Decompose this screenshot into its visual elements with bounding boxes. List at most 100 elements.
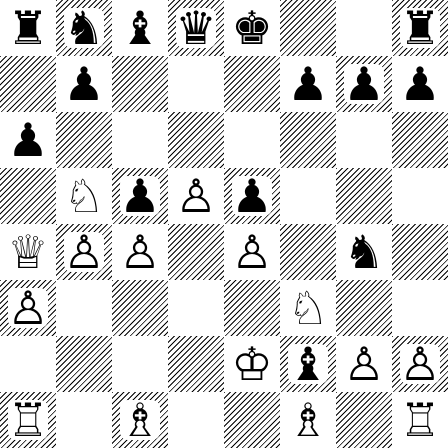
black-pawn-c5[interactable]: ♟: [112, 168, 168, 224]
black-knight-g4[interactable]: ♞: [336, 224, 392, 280]
square-a2[interactable]: [0, 336, 56, 392]
square-g5[interactable]: [336, 168, 392, 224]
black-pawn-g7[interactable]: ♟: [336, 56, 392, 112]
square-a5[interactable]: [0, 168, 56, 224]
white-pawn-g2[interactable]: ♙: [336, 336, 392, 392]
square-b1[interactable]: [56, 392, 112, 448]
square-d5[interactable]: ♙: [168, 168, 224, 224]
square-c3[interactable]: [112, 280, 168, 336]
black-pawn-e5[interactable]: ♟: [224, 168, 280, 224]
square-a8[interactable]: ♜: [0, 0, 56, 56]
square-e3[interactable]: [224, 280, 280, 336]
white-bishop-f1[interactable]: ♗: [280, 392, 336, 448]
square-h3[interactable]: [392, 280, 448, 336]
square-c7[interactable]: [112, 56, 168, 112]
white-rook-h1[interactable]: ♖: [392, 392, 448, 448]
square-g6[interactable]: [336, 112, 392, 168]
square-f3[interactable]: ♘: [280, 280, 336, 336]
square-h5[interactable]: [392, 168, 448, 224]
piece-backdrop: [400, 64, 440, 104]
square-b2[interactable]: [56, 336, 112, 392]
square-a6[interactable]: ♟: [0, 112, 56, 168]
black-pawn-f7[interactable]: ♟: [280, 56, 336, 112]
black-bishop-f2[interactable]: ♝: [280, 336, 336, 392]
square-c2[interactable]: [112, 336, 168, 392]
square-f4[interactable]: [280, 224, 336, 280]
square-a4[interactable]: ♕: [0, 224, 56, 280]
black-bishop-c8[interactable]: ♝: [112, 0, 168, 56]
square-c5[interactable]: ♟: [112, 168, 168, 224]
square-h2[interactable]: ♙: [392, 336, 448, 392]
square-g2[interactable]: ♙: [336, 336, 392, 392]
square-g3[interactable]: [336, 280, 392, 336]
pawn-icon: ♙: [175, 169, 217, 223]
black-knight-b8[interactable]: ♞: [56, 0, 112, 56]
square-c8[interactable]: ♝: [112, 0, 168, 56]
square-f8[interactable]: [280, 0, 336, 56]
square-h8[interactable]: ♜: [392, 0, 448, 56]
square-e4[interactable]: ♙: [224, 224, 280, 280]
pawn-icon: ♙: [7, 281, 49, 335]
black-rook-a8[interactable]: ♜: [0, 0, 56, 56]
square-c6[interactable]: [112, 112, 168, 168]
square-e5[interactable]: ♟: [224, 168, 280, 224]
white-pawn-h2[interactable]: ♙: [392, 336, 448, 392]
square-b5[interactable]: ♘: [56, 168, 112, 224]
square-b7[interactable]: ♟: [56, 56, 112, 112]
square-g1[interactable]: [336, 392, 392, 448]
white-pawn-a3[interactable]: ♙: [0, 280, 56, 336]
square-e7[interactable]: [224, 56, 280, 112]
square-d1[interactable]: [168, 392, 224, 448]
white-pawn-e4[interactable]: ♙: [224, 224, 280, 280]
square-h7[interactable]: ♟: [392, 56, 448, 112]
square-f7[interactable]: ♟: [280, 56, 336, 112]
square-a7[interactable]: [0, 56, 56, 112]
square-c4[interactable]: ♙: [112, 224, 168, 280]
white-king-e2[interactable]: ♔: [224, 336, 280, 392]
square-f5[interactable]: [280, 168, 336, 224]
square-f1[interactable]: ♗: [280, 392, 336, 448]
square-h6[interactable]: [392, 112, 448, 168]
bishop-icon: ♝: [287, 337, 329, 391]
square-b6[interactable]: [56, 112, 112, 168]
square-f2[interactable]: ♝: [280, 336, 336, 392]
piece-backdrop: [8, 288, 48, 328]
black-queen-d8[interactable]: ♛: [168, 0, 224, 56]
square-g7[interactable]: ♟: [336, 56, 392, 112]
square-h1[interactable]: ♖: [392, 392, 448, 448]
square-c1[interactable]: ♗: [112, 392, 168, 448]
white-queen-a4[interactable]: ♕: [0, 224, 56, 280]
white-knight-f3[interactable]: ♘: [280, 280, 336, 336]
square-e1[interactable]: [224, 392, 280, 448]
white-knight-b5[interactable]: ♘: [56, 168, 112, 224]
square-h4[interactable]: [392, 224, 448, 280]
black-pawn-h7[interactable]: ♟: [392, 56, 448, 112]
square-g8[interactable]: [336, 0, 392, 56]
white-pawn-c4[interactable]: ♙: [112, 224, 168, 280]
white-bishop-c1[interactable]: ♗: [112, 392, 168, 448]
square-d6[interactable]: [168, 112, 224, 168]
square-d8[interactable]: ♛: [168, 0, 224, 56]
black-pawn-b7[interactable]: ♟: [56, 56, 112, 112]
square-e6[interactable]: [224, 112, 280, 168]
square-d4[interactable]: [168, 224, 224, 280]
square-d2[interactable]: [168, 336, 224, 392]
black-king-e8[interactable]: ♚: [224, 0, 280, 56]
square-b4[interactable]: ♙: [56, 224, 112, 280]
square-g4[interactable]: ♞: [336, 224, 392, 280]
square-a1[interactable]: ♖: [0, 392, 56, 448]
square-e8[interactable]: ♚: [224, 0, 280, 56]
white-pawn-b4[interactable]: ♙: [56, 224, 112, 280]
white-rook-a1[interactable]: ♖: [0, 392, 56, 448]
black-rook-h8[interactable]: ♜: [392, 0, 448, 56]
square-a3[interactable]: ♙: [0, 280, 56, 336]
square-b8[interactable]: ♞: [56, 0, 112, 56]
white-pawn-d5[interactable]: ♙: [168, 168, 224, 224]
pawn-icon: ♙: [231, 225, 273, 279]
square-d3[interactable]: [168, 280, 224, 336]
square-b3[interactable]: [56, 280, 112, 336]
square-f6[interactable]: [280, 112, 336, 168]
square-d7[interactable]: [168, 56, 224, 112]
black-pawn-a6[interactable]: ♟: [0, 112, 56, 168]
square-e2[interactable]: ♔: [224, 336, 280, 392]
